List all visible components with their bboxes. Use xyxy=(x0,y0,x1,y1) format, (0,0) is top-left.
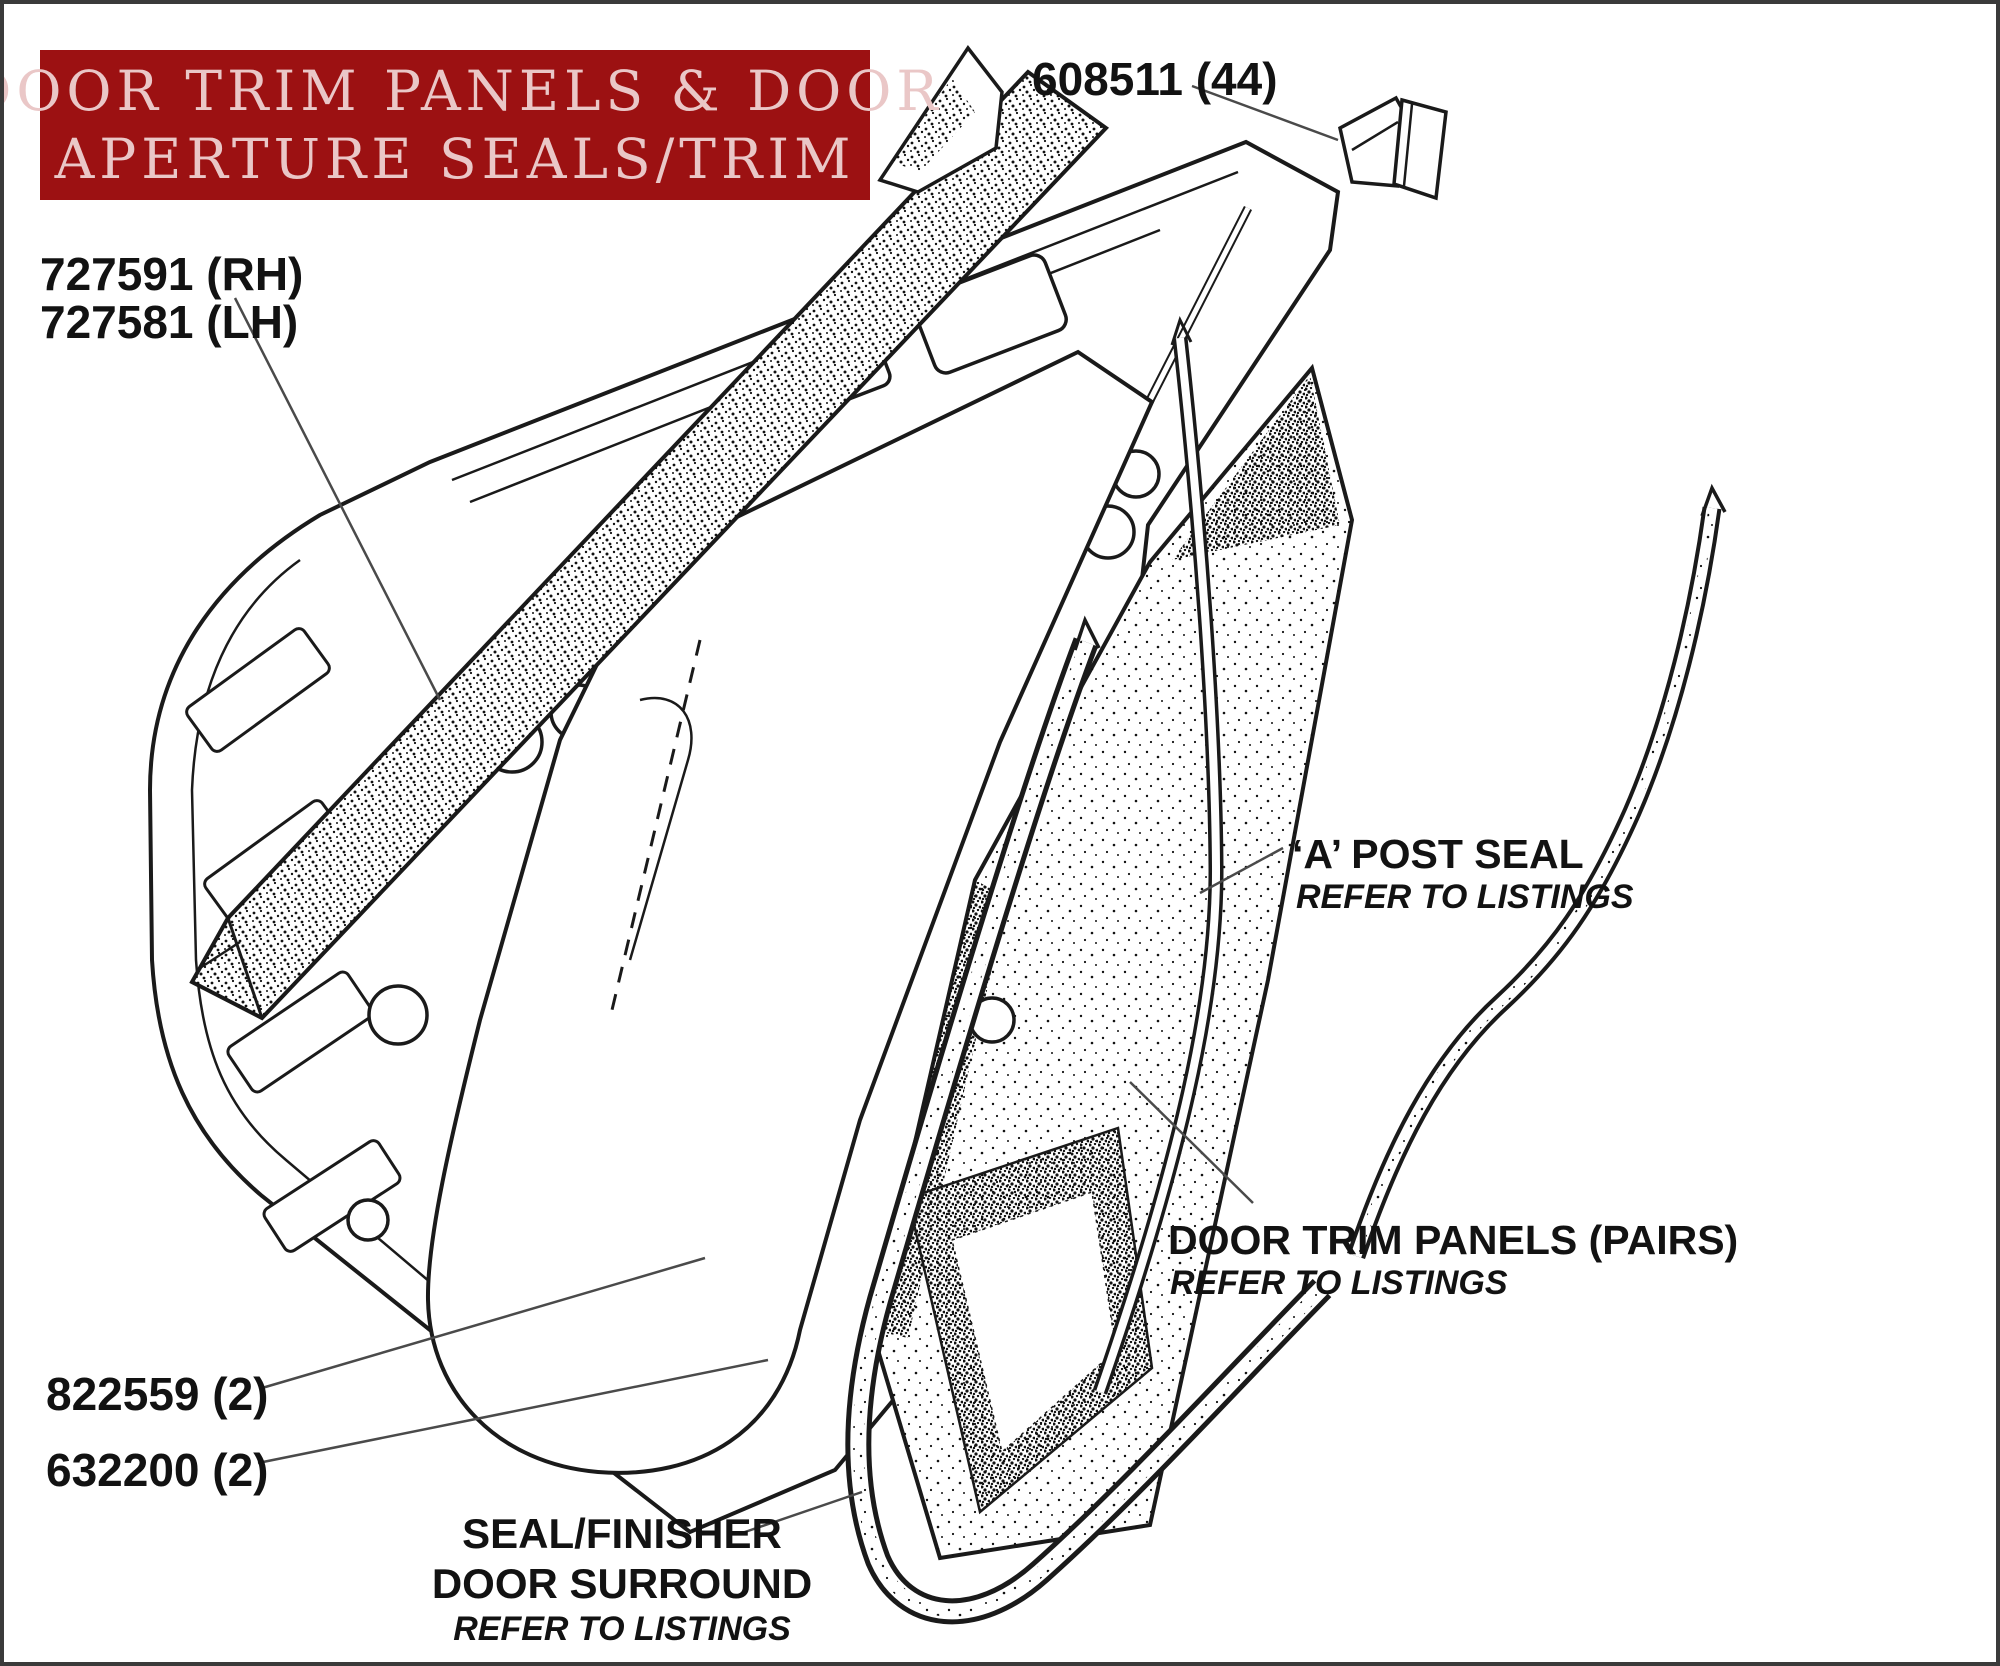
label-632200: 632200 (2) xyxy=(46,1444,269,1496)
leader-822559 xyxy=(261,1256,706,1390)
part-labels: 608511 (44) 727591 (RH) 727581 (LH) ‘A’ … xyxy=(40,53,1738,1648)
watershield-sheet xyxy=(425,349,1155,1475)
a-post-seal xyxy=(1092,316,1224,1395)
leader-door-surround xyxy=(741,1490,863,1535)
title-banner: DOOR TRIM PANELS & DOOR APERTURE SEALS/T… xyxy=(0,50,938,200)
door-surround-seal xyxy=(845,615,1332,1625)
leader-a-post-seal xyxy=(1199,846,1284,895)
b-post-seal-strip xyxy=(1347,483,1727,1260)
label-door-surround-1: SEAL/FINISHER xyxy=(462,1510,782,1557)
title-banner-line2: APERTURE SEALS/TRIM xyxy=(54,127,856,191)
title-banner-line1: DOOR TRIM PANELS & DOOR xyxy=(0,59,943,123)
leader-lines xyxy=(233,84,1339,1535)
label-822559: 822559 (2) xyxy=(46,1368,269,1420)
label-a-post-seal-note: REFER TO LISTINGS xyxy=(1296,878,1634,916)
leader-clip xyxy=(1191,84,1339,142)
label-a-post-seal: ‘A’ POST SEAL xyxy=(1292,831,1584,877)
label-door-trim-panels: DOOR TRIM PANELS (PAIRS) xyxy=(1168,1217,1738,1263)
label-waist-finisher-lh: 727581 (LH) xyxy=(40,296,298,348)
label-waist-finisher-rh: 727591 (RH) xyxy=(40,248,303,300)
trim-panel-shading xyxy=(1172,375,1340,560)
window-frame-corner xyxy=(877,45,1004,194)
label-door-trim-panels-note: REFER TO LISTINGS xyxy=(1170,1264,1508,1302)
leader-waist-finisher xyxy=(233,297,442,701)
door-flange-line xyxy=(190,558,431,1283)
label-door-surround-note: REFER TO LISTINGS xyxy=(453,1610,791,1648)
waist-rail-finisher xyxy=(189,69,1110,1021)
leader-632200 xyxy=(257,1358,769,1465)
leader-door-trim-panels xyxy=(1129,1081,1254,1204)
label-clip-fastener: 608511 (44) xyxy=(1032,53,1278,105)
door-flange-slots xyxy=(185,627,402,1253)
clip-fastener xyxy=(1338,95,1448,201)
label-door-surround-2: DOOR SURROUND xyxy=(432,1560,812,1607)
